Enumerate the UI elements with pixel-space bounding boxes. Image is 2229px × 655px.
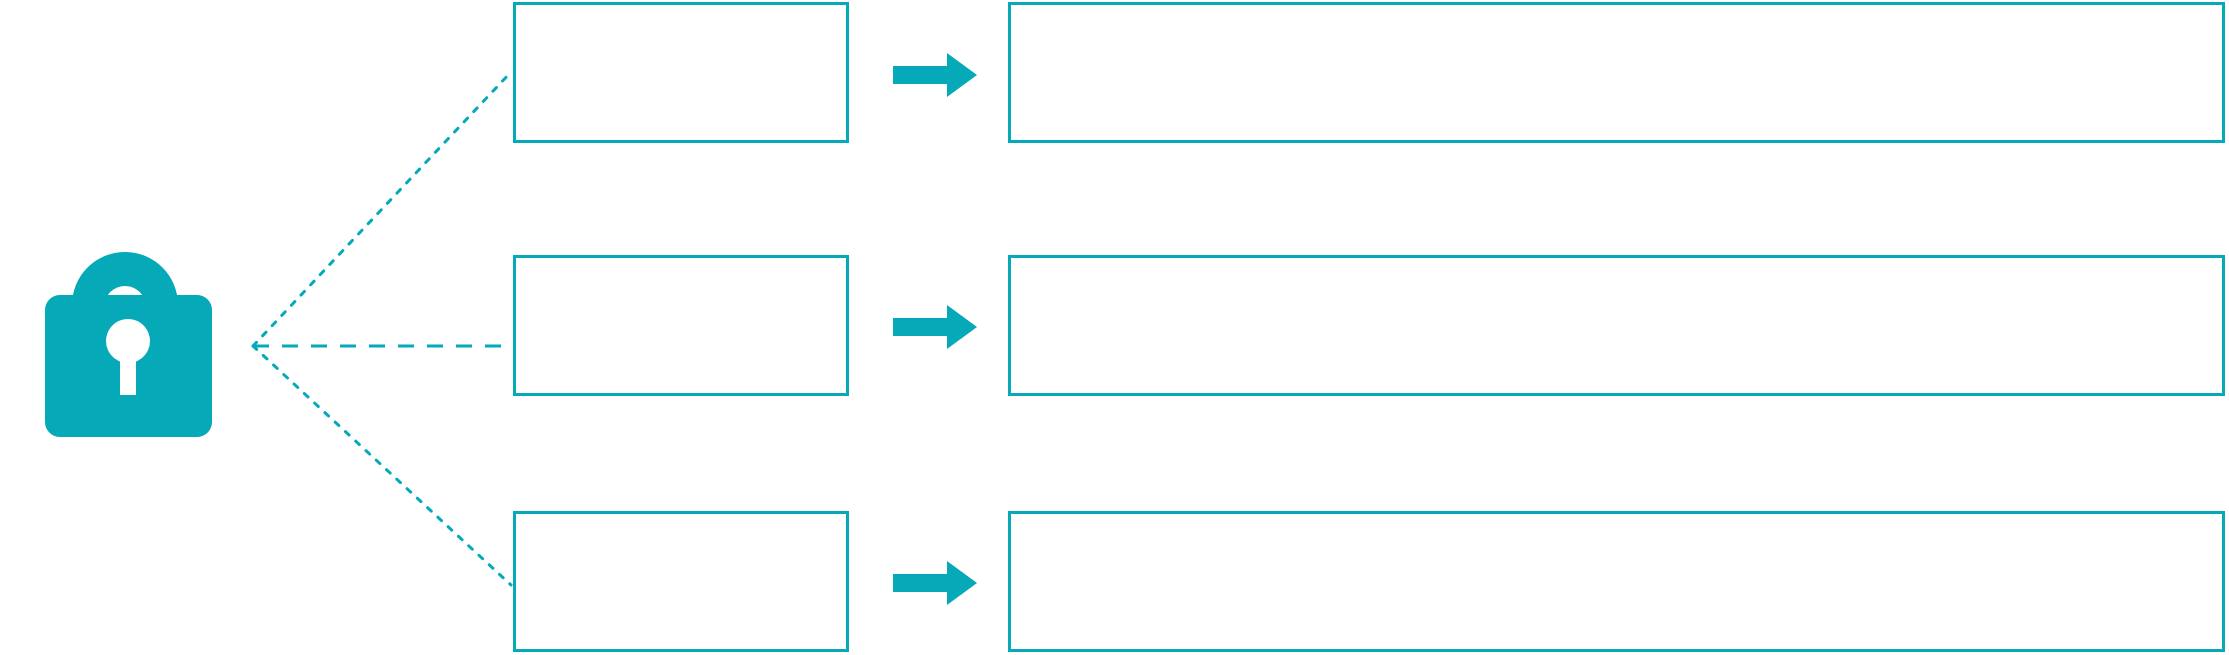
- stage-box-1[interactable]: [513, 2, 849, 143]
- detail-box-2[interactable]: [1008, 255, 2225, 396]
- detail-box-1[interactable]: [1008, 2, 2225, 143]
- arrow-right-icon: [893, 305, 977, 349]
- arrow-right-icon: [893, 561, 977, 605]
- stage-box-3[interactable]: [513, 511, 849, 652]
- connector-to-row-3: [251, 344, 513, 587]
- lock-icon: [20, 145, 230, 445]
- stage-box-2[interactable]: [513, 255, 849, 396]
- connector-to-row-1: [251, 70, 513, 348]
- detail-box-3[interactable]: [1008, 511, 2225, 652]
- arrow-right-icon: [893, 53, 977, 97]
